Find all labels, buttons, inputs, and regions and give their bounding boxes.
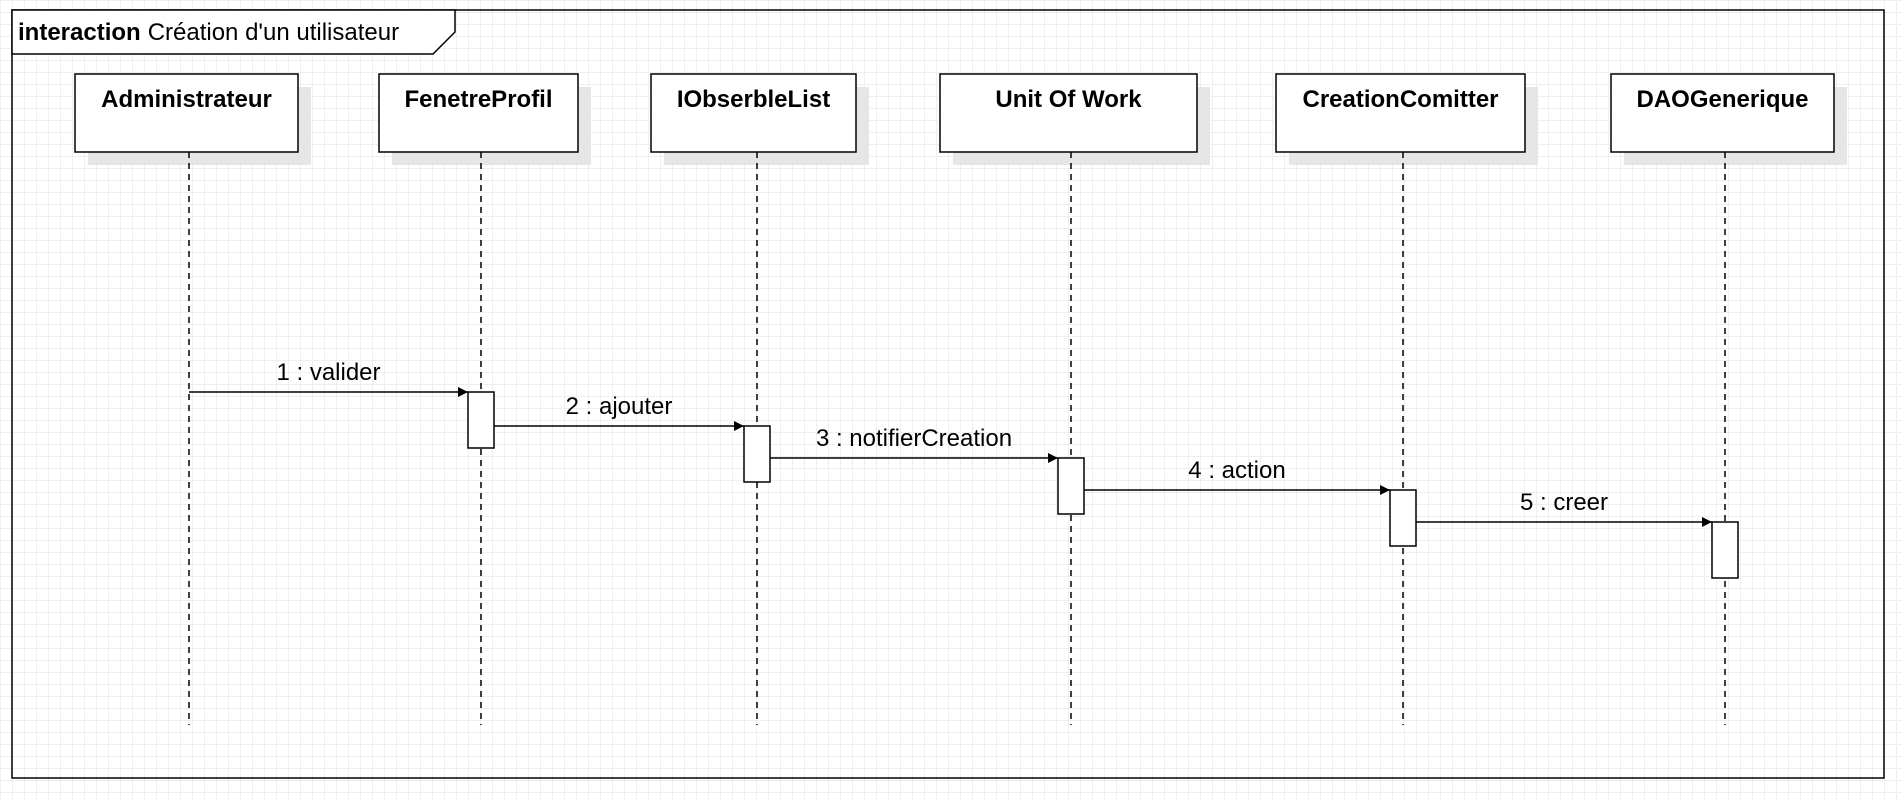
lifeline-box[interactable]	[650, 73, 857, 153]
lifeline-box[interactable]	[1275, 73, 1526, 153]
lifeline-label: IObserbleList	[677, 86, 830, 113]
message-label: 3 : notifierCreation	[816, 425, 1012, 452]
lifeline-unitofwork[interactable]: Unit Of Work	[939, 73, 1210, 725]
lifeline-label: FenetreProfil	[404, 86, 552, 113]
activation-bar-creationcomitter[interactable]	[1389, 489, 1417, 547]
frame-name-tab	[11, 9, 456, 55]
message-label: 4 : action	[1188, 457, 1285, 484]
lifelines: Administrateur FenetreProfil IObserbleList…	[74, 73, 1847, 725]
message-5[interactable]: 5 : creer	[1416, 489, 1712, 527]
lifeline-label: Administrateur	[101, 86, 272, 113]
lifeline-iobserblelist[interactable]: IObserbleList	[650, 73, 869, 725]
frame-border	[11, 9, 1885, 779]
message-label: 5 : creer	[1520, 489, 1608, 516]
lifeline-administrateur[interactable]: Administrateur	[74, 73, 311, 725]
lifeline-creationcomitter[interactable]: CreationComitter	[1275, 73, 1538, 725]
lifeline-fenetreprofil[interactable]: FenetreProfil	[378, 73, 591, 725]
message-1[interactable]: 1 : valider	[189, 359, 468, 397]
lifeline-box[interactable]	[378, 73, 579, 153]
activation-bar-daogenerique[interactable]	[1711, 521, 1739, 579]
message-4[interactable]: 4 : action	[1084, 457, 1390, 495]
lifeline-daogenerique[interactable]: DAOGenerique	[1610, 73, 1847, 725]
lifeline-box[interactable]	[1610, 73, 1835, 153]
lifeline-label: CreationComitter	[1302, 86, 1498, 113]
activations	[467, 391, 1739, 579]
lifeline-box[interactable]	[74, 73, 299, 153]
lifeline-label: Unit Of Work	[995, 86, 1142, 113]
frame-keyword: interaction	[18, 19, 141, 46]
lifeline-label: DAOGenerique	[1636, 86, 1808, 113]
message-label: 2 : ajouter	[566, 393, 673, 420]
activation-bar-unitofwork[interactable]	[1057, 457, 1085, 515]
message-2[interactable]: 2 : ajouter	[494, 393, 744, 431]
activation-bar-iobserblelist[interactable]	[743, 425, 771, 483]
messages: 1 : valider 2 : ajouter 3 : notifierCreati…	[189, 359, 1712, 527]
lifeline-box[interactable]	[939, 73, 1198, 153]
frame-title: interaction Création d'un utilisateur	[18, 19, 399, 46]
message-label: 1 : valider	[276, 359, 380, 386]
message-3[interactable]: 3 : notifierCreation	[770, 425, 1058, 463]
activation-bar-fenetreprofil[interactable]	[467, 391, 495, 449]
frame-name: Création d'un utilisateur	[148, 19, 399, 46]
interaction-frame: interaction Création d'un utilisateur	[11, 9, 1885, 779]
